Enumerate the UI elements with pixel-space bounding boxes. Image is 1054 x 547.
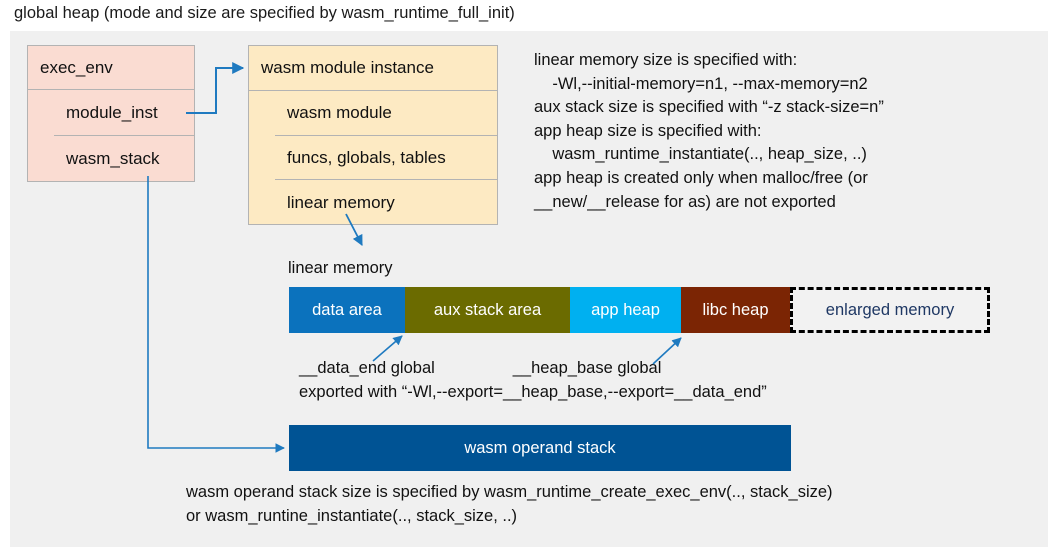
linear-memory-note: linear memory size is specified with: -W… — [534, 51, 884, 211]
field-wasm-stack-label: wasm_stack — [66, 149, 160, 168]
memory-segment-libc-heap: libc heap — [681, 287, 790, 333]
field-linear-memory: linear memory — [275, 180, 497, 225]
field-wasm-module-label: wasm module — [287, 102, 392, 122]
wasm-operand-stack-label: wasm operand stack — [464, 438, 616, 457]
field-funcs-globals-tables-label: funcs, globals, tables — [287, 147, 446, 167]
memory-segment-app-heap: app heap — [570, 287, 681, 333]
module-instance-fields: wasm module funcs, globals, tables linea… — [275, 91, 497, 225]
exec-env-body-row: module_inst wasm_stack — [28, 90, 194, 182]
exec-env-header-row: exec_env — [28, 46, 194, 90]
field-wasm-module: wasm module — [275, 91, 497, 136]
memory-segment-enlarged-memory: enlarged memory — [790, 287, 990, 333]
memory-segment-aux-stack-area: aux stack area — [405, 287, 570, 333]
field-module-inst-label: module_inst — [66, 102, 158, 122]
field-wasm-stack: wasm_stack — [54, 136, 194, 182]
globals-annotation-note: __data_end global __heap_base global exp… — [299, 359, 767, 401]
operand-stack-note: wasm operand stack size is specified by … — [186, 483, 833, 525]
module-instance-body-row: wasm module funcs, globals, tables linea… — [249, 91, 497, 225]
module-instance-header-row: wasm module instance — [249, 46, 497, 91]
linear-memory-caption: linear memory — [288, 259, 393, 277]
field-module-inst: module_inst — [54, 90, 194, 136]
exec-env-label: exec_env — [40, 57, 113, 77]
field-funcs-globals-tables: funcs, globals, tables — [275, 136, 497, 181]
exec-env-box: exec_env module_inst wasm_stack — [27, 45, 195, 182]
page-title: global heap (mode and size are specified… — [14, 4, 515, 22]
memory-segment-data-area: data area — [289, 287, 405, 333]
exec-env-fields: module_inst wasm_stack — [54, 90, 194, 182]
field-linear-memory-label: linear memory — [287, 192, 395, 212]
wasm-module-instance-box: wasm module instance wasm module funcs, … — [248, 45, 498, 225]
wasm-operand-stack-box: wasm operand stack — [289, 425, 791, 471]
module-instance-label: wasm module instance — [261, 58, 434, 77]
